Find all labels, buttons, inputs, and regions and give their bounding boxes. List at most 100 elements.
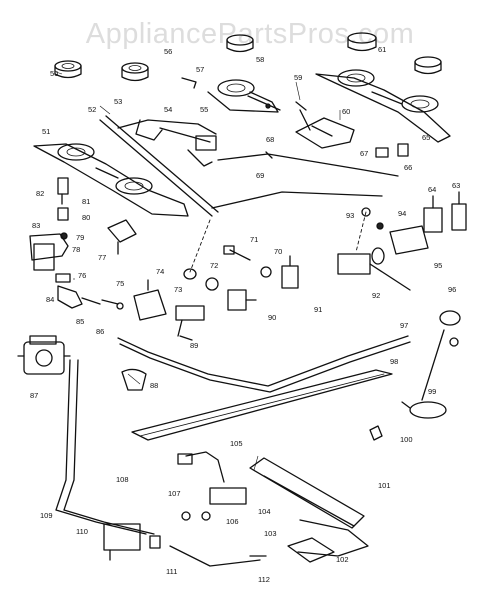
orifice-75 [101, 299, 124, 310]
callout-101: 101 [378, 481, 391, 490]
valve-74 [133, 279, 167, 321]
igniter-105 [177, 451, 225, 483]
callout-108: 108 [116, 475, 129, 484]
igniter-switch-92 [337, 247, 411, 291]
bracket-83-78 [29, 233, 69, 271]
tube-69 [211, 191, 383, 209]
valve-95 [389, 225, 429, 255]
callout-104: 104 [258, 507, 271, 516]
callout-72: 72 [210, 261, 219, 270]
pressure-regulator-87 [17, 335, 71, 375]
callout-64: 64 [428, 185, 437, 194]
valve-70 [260, 266, 272, 278]
bracket-104-106 [201, 487, 247, 521]
callout-78: 78 [72, 245, 81, 254]
orifice-111 [149, 535, 161, 549]
callout-94: 94 [398, 209, 407, 218]
burner-cap-56 [121, 62, 149, 82]
callout-110: 110 [76, 527, 88, 536]
callout-73: 73 [174, 285, 183, 294]
callout-76: 76 [78, 271, 87, 280]
burner-cap-top-right [347, 32, 377, 52]
callout-80: 80 [82, 213, 91, 222]
callout-55: 55 [200, 105, 209, 114]
callout-100: 100 [400, 435, 413, 444]
orifice-80 [57, 207, 69, 221]
fitting-76-84 [55, 273, 83, 309]
dashed-guides [189, 211, 367, 273]
callout-93: 93 [346, 211, 355, 220]
callout-63: 63 [452, 181, 461, 190]
gas-line-108-109 [55, 359, 155, 535]
valve-64-right [423, 195, 443, 233]
callout-71: 71 [250, 235, 259, 244]
callout-107: 107 [168, 489, 181, 498]
clip-100 [369, 425, 383, 441]
fitting-67-66 [375, 143, 409, 158]
callout-65: 65 [422, 133, 431, 142]
gas-tube-68 [217, 151, 399, 177]
valve-81-82 [57, 177, 69, 205]
valve-63 [451, 191, 467, 231]
callout-69: 69 [256, 171, 265, 180]
callout-89: 89 [190, 341, 199, 350]
callout-66: 66 [404, 163, 413, 172]
callout-88: 88 [150, 381, 159, 390]
callout-97: 97 [400, 321, 409, 330]
leader-lines [55, 71, 341, 471]
callout-61: 61 [378, 45, 387, 54]
valve-89 [179, 335, 193, 341]
callout-82: 82 [36, 189, 45, 198]
callout-92: 92 [372, 291, 381, 300]
callout-96: 96 [448, 285, 457, 294]
callout-50: 50 [50, 69, 59, 78]
callout-102: 102 [336, 555, 349, 564]
callout-57: 57 [196, 65, 205, 74]
callout-111: 111 [166, 567, 178, 576]
callout-59: 59 [294, 73, 303, 82]
callout-112: 112 [258, 575, 270, 584]
callout-83: 83 [32, 221, 41, 230]
bracket-57 [181, 77, 197, 89]
callout-68: 68 [266, 135, 275, 144]
clip-93-94 [361, 207, 384, 230]
valve-110 [103, 523, 141, 561]
valve-77 [107, 219, 137, 255]
callout-81: 81 [82, 197, 91, 206]
callout-109: 109 [40, 511, 53, 520]
fitting-107 [181, 511, 191, 521]
callout-74: 74 [156, 267, 165, 276]
burner-assembly-61 [315, 69, 451, 143]
callout-53: 53 [114, 97, 123, 106]
callout-75: 75 [116, 279, 125, 288]
callout-51: 51 [42, 127, 51, 136]
burner-tube-52 [99, 115, 219, 217]
callout-84: 84 [46, 295, 55, 304]
callout-67: 67 [360, 149, 369, 158]
callout-52: 52 [88, 105, 97, 114]
callout-70: 70 [274, 247, 283, 256]
tube-112 [169, 545, 261, 567]
tube-85 [81, 297, 101, 305]
callout-99: 99 [428, 387, 437, 396]
electrode-96 [421, 310, 461, 401]
callout-77: 77 [98, 253, 107, 262]
valve-90 [227, 289, 257, 311]
igniter-71 [223, 245, 251, 261]
callout-103: 103 [264, 529, 277, 538]
callout-79: 79 [76, 233, 85, 242]
oven-burner-101 [249, 457, 369, 557]
callout-90: 90 [268, 313, 277, 322]
callout-54: 54 [164, 105, 173, 114]
manifold-tube-97 [117, 335, 411, 393]
orifice-holder-53-55 [117, 119, 217, 167]
callout-87: 87 [30, 391, 39, 400]
clip-88 [121, 368, 147, 391]
burner-cap-61 [414, 56, 442, 75]
callout-98: 98 [390, 357, 399, 366]
callout-85: 85 [76, 317, 85, 326]
callout-105: 105 [230, 439, 243, 448]
knob-72 [205, 277, 219, 291]
